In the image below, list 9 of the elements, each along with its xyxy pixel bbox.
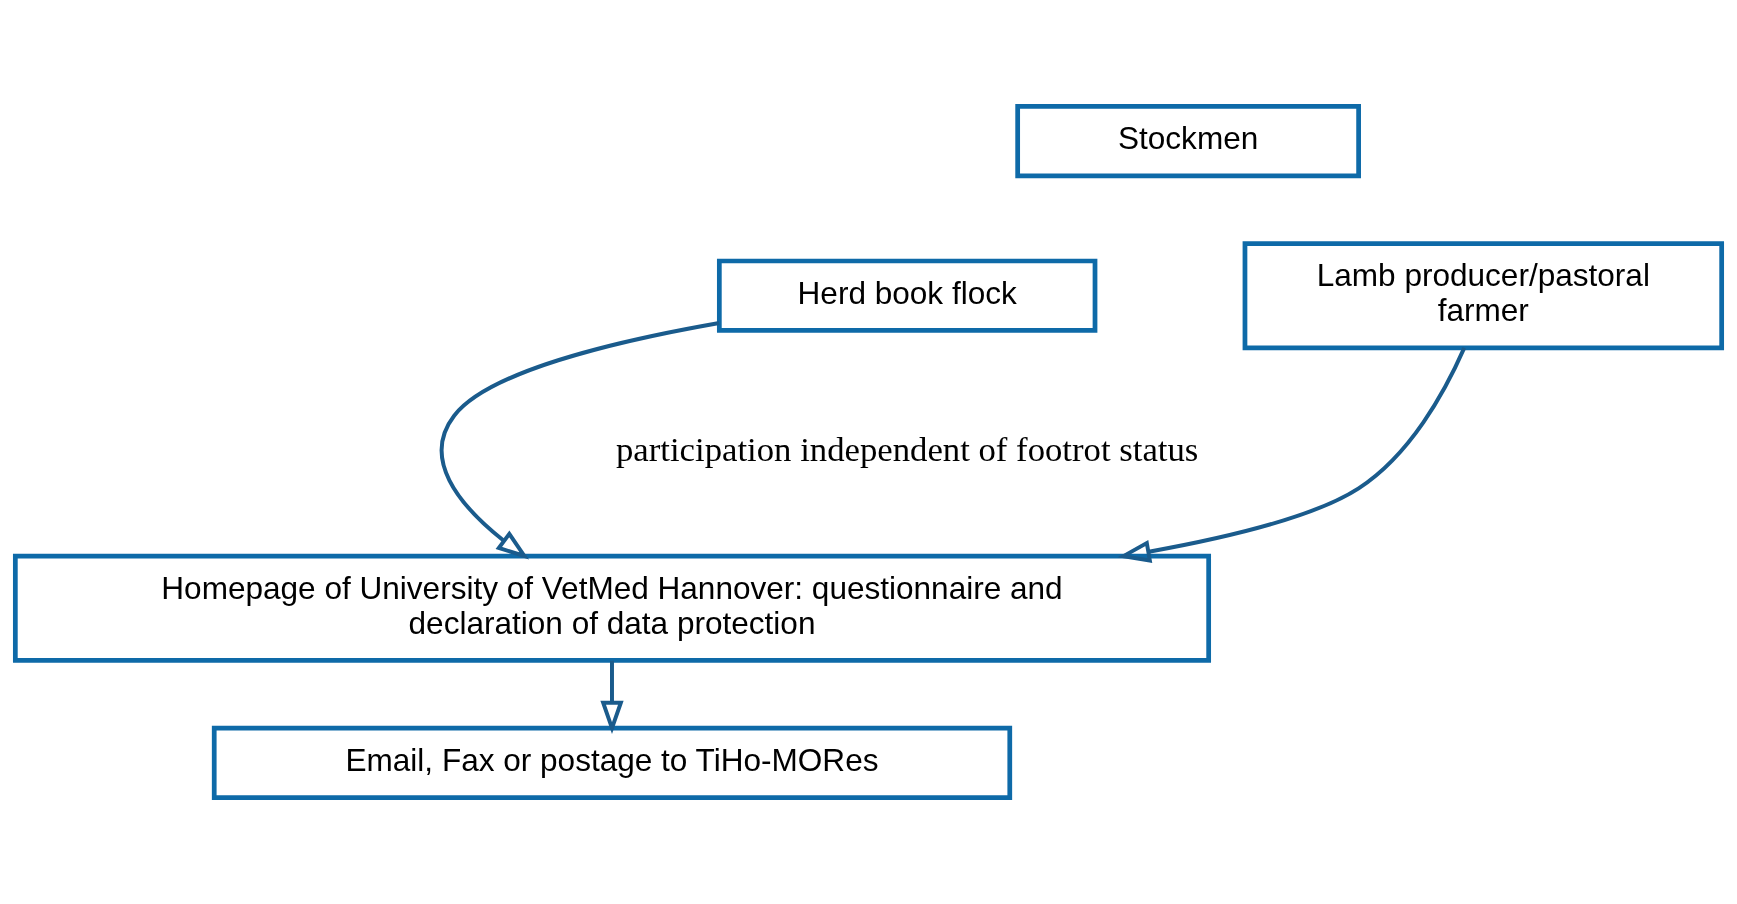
node-box: Email, Fax or postage to TiHo-MORes [211,725,1013,801]
node-box: Lamb producer/pastoral farmer [1242,241,1725,351]
arrow [439,321,720,560]
label: participation independent of footrot status [615,429,1199,469]
node-box: Homepage of University of VetMed Hannover: questionnaire and declaration of data protection [12,553,1212,663]
arrow [1117,347,1467,563]
arrow [600,660,624,734]
node-box: Herd book flock [716,258,1098,333]
node-box: Stockmen [1015,103,1361,179]
